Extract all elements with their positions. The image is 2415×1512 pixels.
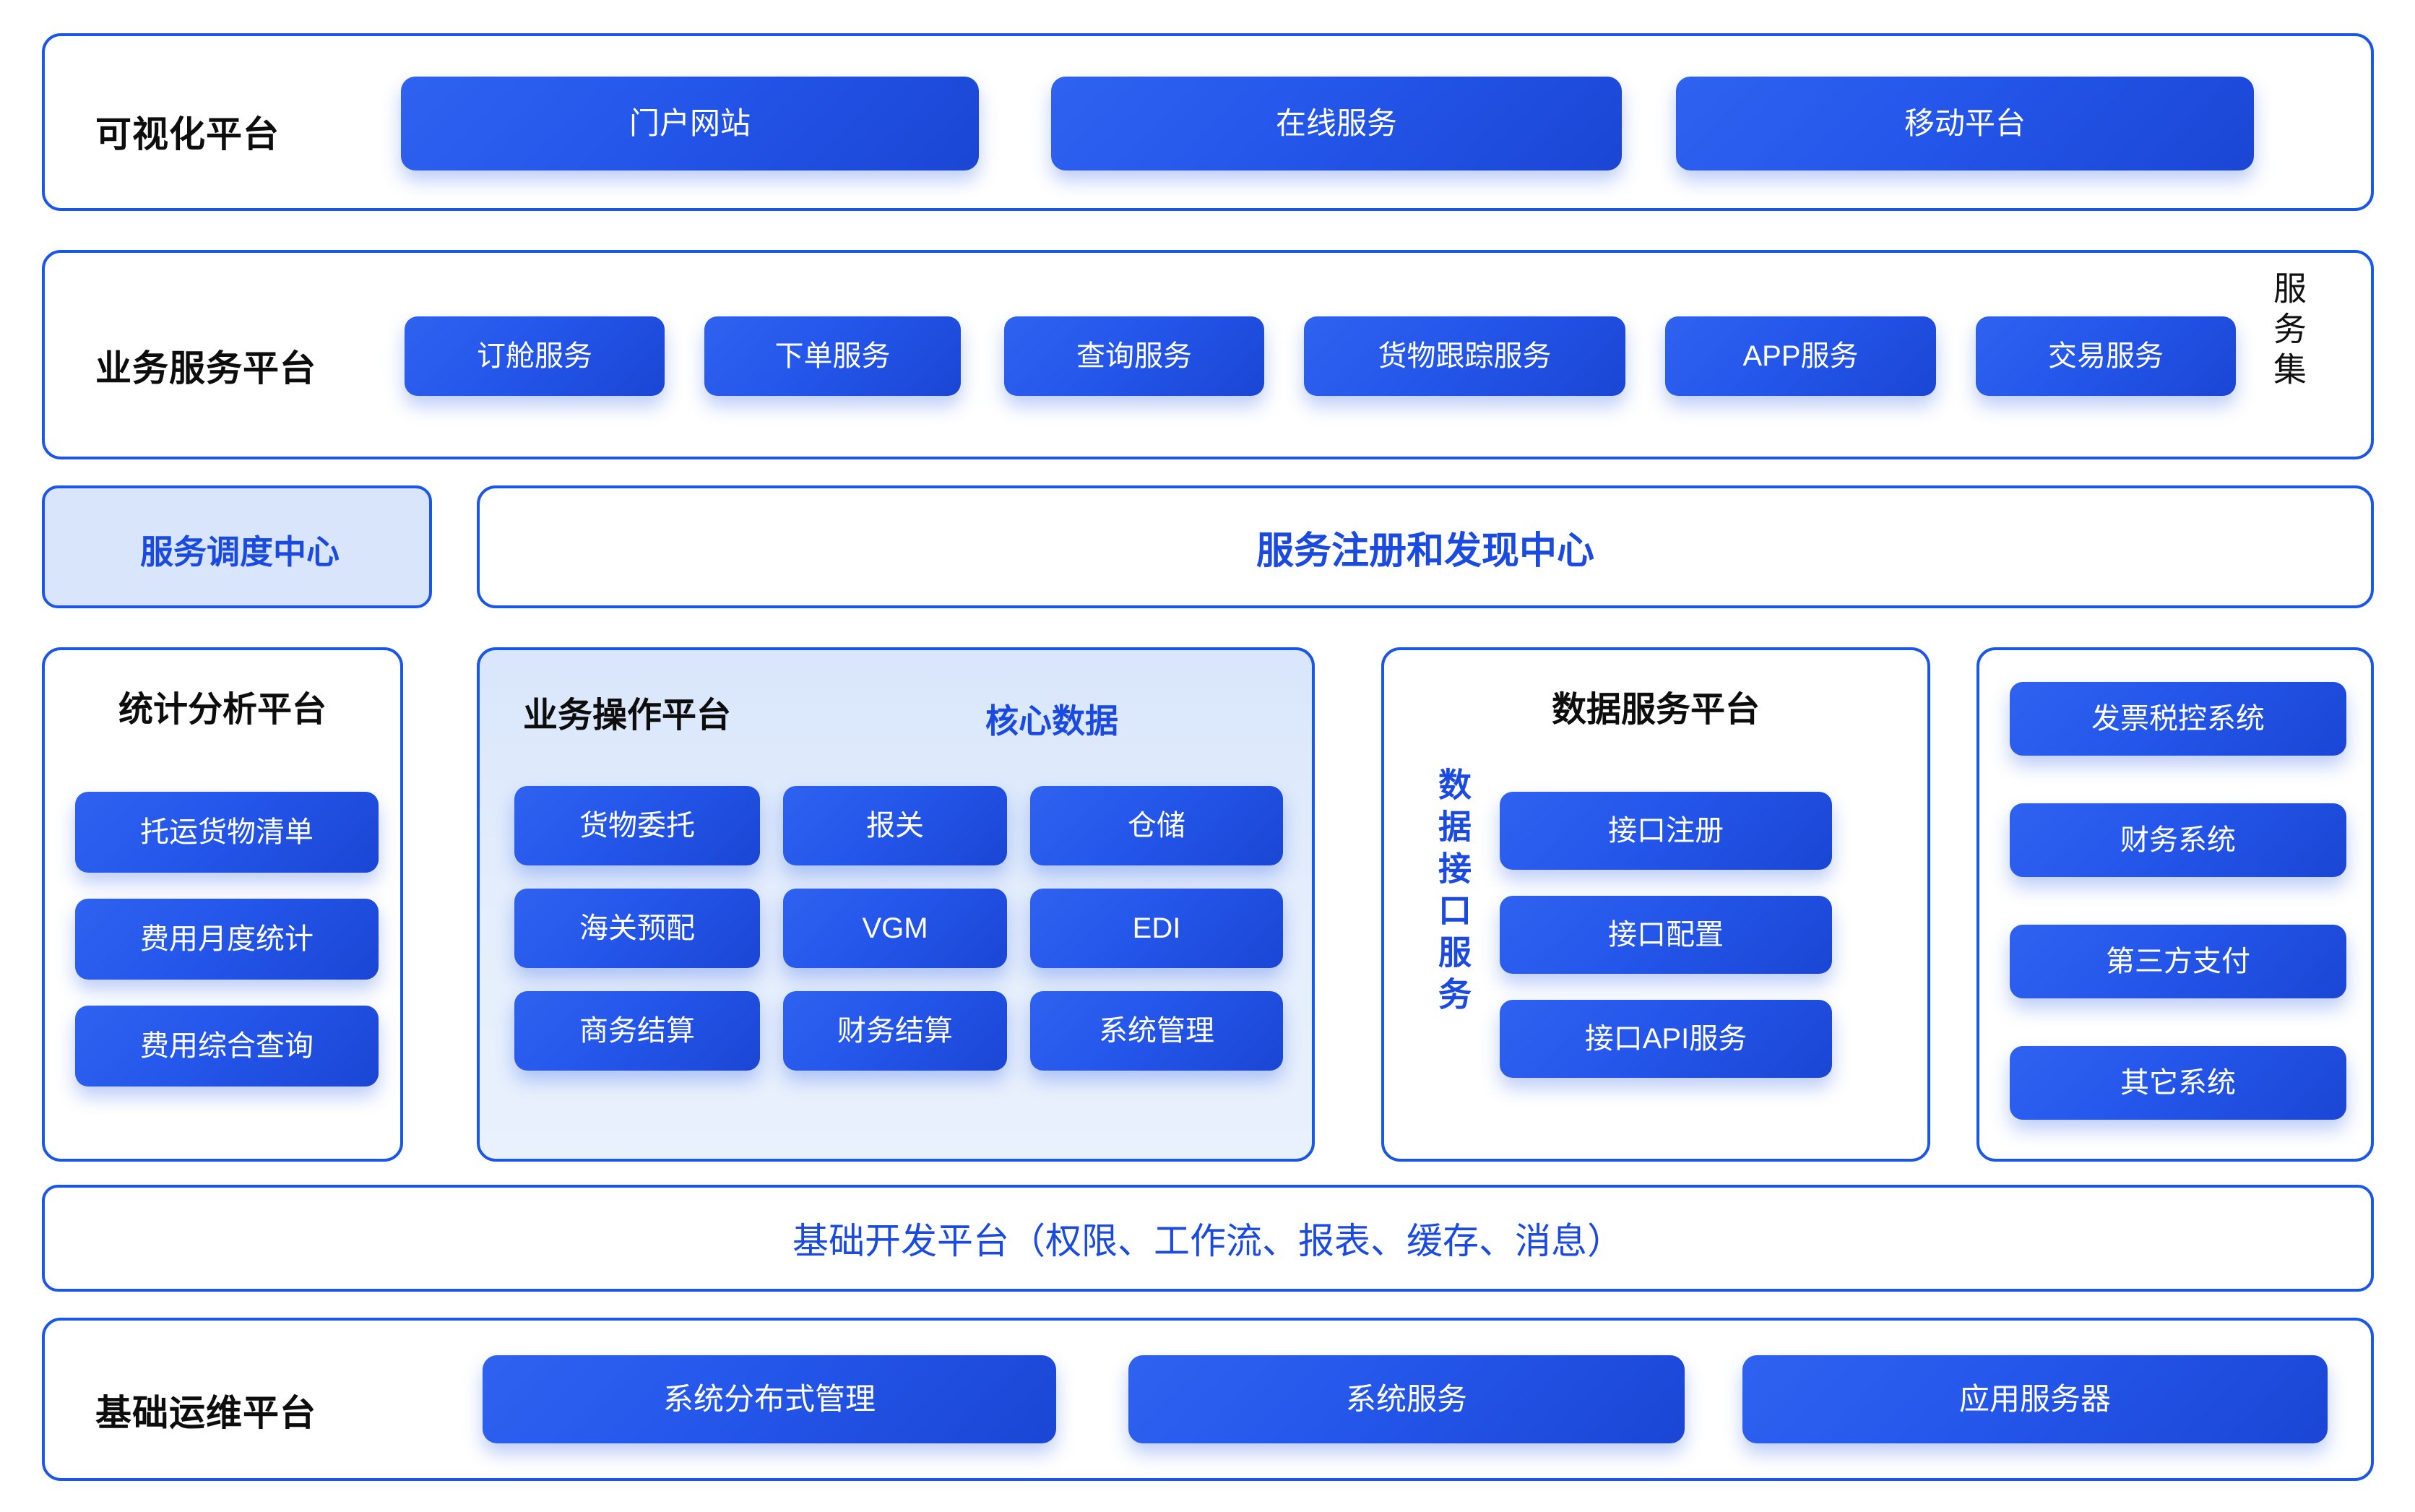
core-data-label: 核心数据 xyxy=(985,702,1118,740)
base-ops-platform-label: 基础运维平台 xyxy=(95,1393,316,1433)
service-dispatch-center-label: 服务调度中心 xyxy=(140,533,340,571)
chip-cargo-consignment[interactable]: 货物委托 xyxy=(514,786,760,865)
data-interface-service-vertical-label: 数据接口服务 xyxy=(1434,767,1472,1019)
chip-customs-pre-allocation[interactable]: 海关预配 xyxy=(514,889,760,968)
chip-customs-declaration[interactable]: 报关 xyxy=(783,786,1007,865)
chip-warehousing[interactable]: 仓储 xyxy=(1030,786,1283,865)
statistics-analysis-platform-panel: 统计分析平台 托运货物清单 费用月度统计 费用综合查询 xyxy=(42,647,403,1162)
chip-application-server[interactable]: 应用服务器 xyxy=(1742,1355,2328,1443)
chip-query-service[interactable]: 查询服务 xyxy=(1004,316,1264,396)
visualization-platform-label: 可视化平台 xyxy=(95,114,280,155)
chip-third-party-payment[interactable]: 第三方支付 xyxy=(2010,925,2346,998)
chip-interface-registration[interactable]: 接口注册 xyxy=(1500,792,1832,870)
chip-other-systems[interactable]: 其它系统 xyxy=(2010,1046,2346,1120)
chip-system-management[interactable]: 系统管理 xyxy=(1030,991,1283,1071)
chip-edi[interactable]: EDI xyxy=(1030,889,1283,968)
chip-financial-settlement[interactable]: 财务结算 xyxy=(783,991,1007,1071)
statistics-analysis-platform-title: 统计分析平台 xyxy=(118,691,327,729)
business-operation-platform-title: 业务操作平台 xyxy=(523,696,732,735)
chip-monthly-fee-statistics[interactable]: 费用月度统计 xyxy=(75,899,379,980)
chip-portal-website[interactable]: 门户网站 xyxy=(401,77,979,170)
chip-order-service[interactable]: 下单服务 xyxy=(704,316,961,396)
chip-transaction-service[interactable]: 交易服务 xyxy=(1976,316,2236,396)
chip-business-settlement[interactable]: 商务结算 xyxy=(514,991,760,1071)
chip-comprehensive-fee-query[interactable]: 费用综合查询 xyxy=(75,1006,379,1087)
chip-interface-configuration[interactable]: 接口配置 xyxy=(1500,896,1832,974)
base-development-platform-panel: 基础开发平台（权限、工作流、报表、缓存、消息） xyxy=(42,1185,2374,1292)
business-operation-platform-panel: 业务操作平台 核心数据 货物委托 报关 仓储 海关预配 VGM EDI 商务结算… xyxy=(477,647,1315,1162)
chip-consigned-cargo-list[interactable]: 托运货物清单 xyxy=(75,792,379,873)
chip-app-service[interactable]: APP服务 xyxy=(1665,316,1936,396)
data-service-platform-title: 数据服务平台 xyxy=(1551,691,1760,729)
chip-system-distributed-management[interactable]: 系统分布式管理 xyxy=(483,1355,1056,1443)
service-set-vertical-label: 服务集 xyxy=(2269,271,2307,392)
service-registry-center-label: 服务注册和发现中心 xyxy=(1256,530,1594,572)
base-development-platform-label: 基础开发平台（权限、工作流、报表、缓存、消息） xyxy=(792,1221,1623,1261)
external-systems-panel: 发票税控系统 财务系统 第三方支付 其它系统 xyxy=(1977,647,2374,1162)
chip-interface-api-service[interactable]: 接口API服务 xyxy=(1500,1000,1832,1078)
chip-vgm[interactable]: VGM xyxy=(783,889,1007,968)
service-registry-center-panel[interactable]: 服务注册和发现中心 xyxy=(477,485,2374,608)
business-service-platform-label: 业务服务平台 xyxy=(95,348,316,389)
chip-invoice-tax-system[interactable]: 发票税控系统 xyxy=(2010,682,2346,756)
chip-mobile-platform[interactable]: 移动平台 xyxy=(1676,77,2254,170)
chip-booking-service[interactable]: 订舱服务 xyxy=(405,316,665,396)
chip-online-service[interactable]: 在线服务 xyxy=(1051,77,1622,170)
service-dispatch-center-panel[interactable]: 服务调度中心 xyxy=(42,485,432,608)
data-service-platform-panel: 数据服务平台 数据接口服务 接口注册 接口配置 接口API服务 xyxy=(1381,647,1930,1162)
chip-system-service[interactable]: 系统服务 xyxy=(1128,1355,1685,1443)
chip-cargo-tracking-service[interactable]: 货物跟踪服务 xyxy=(1304,316,1625,396)
chip-finance-system[interactable]: 财务系统 xyxy=(2010,803,2346,877)
